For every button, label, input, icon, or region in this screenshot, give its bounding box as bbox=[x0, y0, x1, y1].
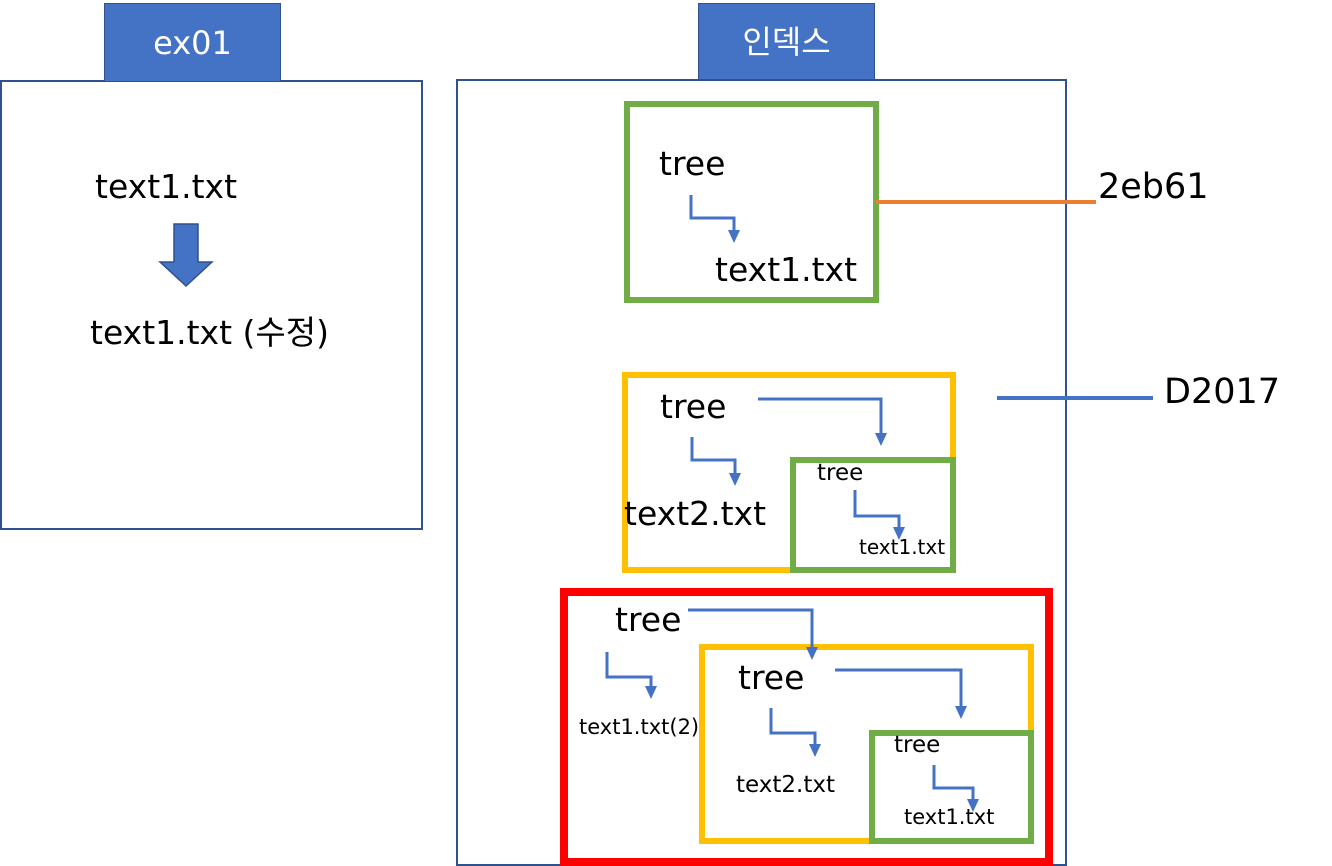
index-tab: 인덱스 bbox=[698, 3, 875, 80]
commit2-tree-file-arrow bbox=[690, 437, 737, 478]
commit3-subsubtree-tree-label: tree bbox=[894, 732, 941, 758]
ex01-panel bbox=[0, 80, 423, 530]
commit3-tree-subtree-arrow bbox=[688, 608, 814, 652]
commit3-subsubtree-box bbox=[869, 730, 1034, 844]
commit1-tree-file-arrow bbox=[689, 195, 736, 235]
commit3-tree-file-arrow bbox=[605, 652, 653, 691]
commit1-tree-label: tree bbox=[659, 144, 726, 183]
commit3-subtree-subsubtree-arrow bbox=[835, 668, 963, 711]
commit3-subtree-file-label: text2.txt bbox=[736, 772, 835, 798]
commit2-tree-subtree-arrow bbox=[758, 397, 883, 438]
commit2-tree-label: tree bbox=[660, 387, 727, 426]
commit3-subsubtree-file-arrow bbox=[932, 765, 975, 804]
commit3-file-label: text1.txt(2) bbox=[579, 715, 700, 739]
commit2-subtree-box bbox=[790, 457, 956, 573]
commit2-file-label: text2.txt bbox=[624, 494, 767, 533]
ex01-tab: ex01 bbox=[104, 3, 281, 82]
commit2-id-label: D2017 bbox=[1164, 372, 1281, 412]
commit2-subtree-file-arrow bbox=[853, 490, 901, 532]
commit3-subtree-tree-label: tree bbox=[738, 658, 805, 697]
ex01-tab-label: ex01 bbox=[153, 23, 232, 62]
file-after-label: text1.txt (수정) bbox=[90, 313, 329, 352]
commit2-subtree-tree-label: tree bbox=[817, 460, 864, 486]
commit3-subtree-file-arrow bbox=[769, 708, 817, 749]
commit1-file-label: text1.txt bbox=[715, 250, 858, 289]
commit3-tree-box bbox=[560, 588, 1053, 866]
commit3-tree-label: tree bbox=[615, 600, 682, 639]
modify-down-arrow bbox=[158, 223, 214, 288]
file-before-label: text1.txt bbox=[95, 167, 238, 206]
commit2-subtree-file-label: text1.txt bbox=[859, 535, 946, 559]
commit1-id-label: 2eb61 bbox=[1098, 167, 1209, 207]
index-tab-label: 인덱스 bbox=[742, 22, 831, 61]
commit3-subsubtree-file-label: text1.txt bbox=[904, 805, 995, 829]
